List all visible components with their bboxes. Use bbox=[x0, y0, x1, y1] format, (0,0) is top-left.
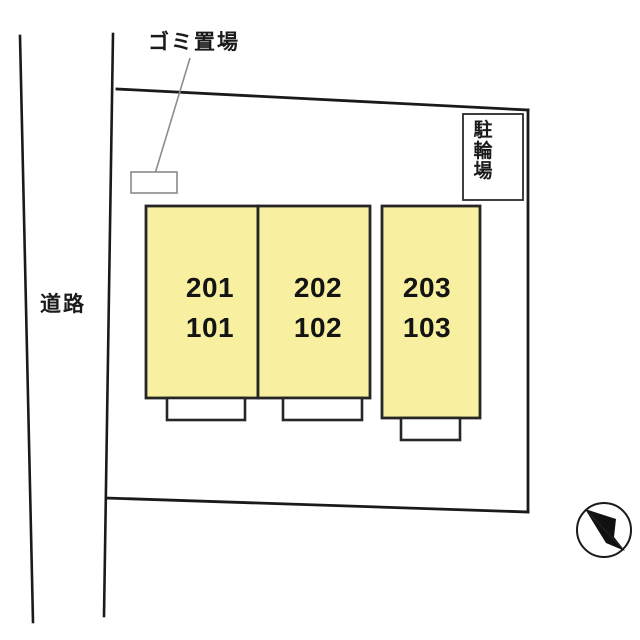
entrance-stair-unit-1 bbox=[165, 396, 247, 422]
compass-needle-light bbox=[585, 509, 625, 551]
gomi-storage-box bbox=[130, 171, 178, 194]
bicycle-parking-label-char-1: 駐 bbox=[473, 119, 493, 141]
bicycle-parking-label-char-2: 輪 bbox=[473, 139, 493, 162]
lot-boundary-top bbox=[115, 87, 530, 112]
gomi-storage-label: ゴミ置場 bbox=[148, 30, 240, 54]
road-outer-boundary-line bbox=[18, 34, 35, 624]
gomi-leader-line bbox=[150, 57, 191, 188]
bicycle-parking-label-char-3: 場 bbox=[473, 160, 493, 183]
road-inner-boundary-line bbox=[102, 32, 115, 618]
bicycle-parking-box bbox=[462, 113, 524, 201]
entrance-stair-unit-3 bbox=[399, 416, 462, 442]
building-unit-201-101[interactable] bbox=[144, 204, 260, 400]
bicycle-parking-label: 駐 輪 場 bbox=[471, 120, 495, 182]
building-unit-202-102[interactable] bbox=[256, 204, 372, 400]
road-label: 道路 bbox=[40, 292, 86, 316]
lot-boundary-bottom bbox=[104, 496, 530, 514]
entrance-stair-unit-2 bbox=[281, 396, 364, 422]
building-unit-203-103[interactable] bbox=[380, 204, 482, 420]
compass-rose bbox=[576, 502, 632, 558]
